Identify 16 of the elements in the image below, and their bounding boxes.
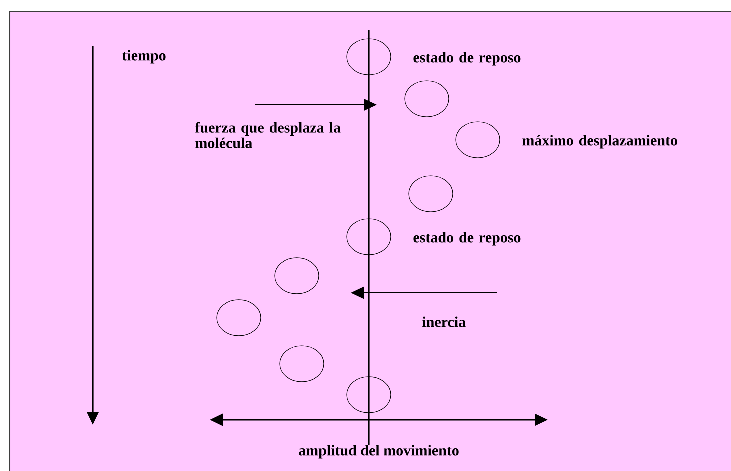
text-label: amplitud del movimiento xyxy=(299,445,459,459)
molecule-circle xyxy=(346,218,392,256)
state-label: máximo desplazamiento xyxy=(522,135,678,149)
molecule-circle xyxy=(456,122,500,158)
molecule-circle xyxy=(404,80,450,118)
state-label: estado de reposo xyxy=(414,232,521,246)
molecule-circle xyxy=(346,376,392,414)
molecule-circle xyxy=(280,346,324,382)
text-label: fuerza que desplaza la molécula xyxy=(195,122,341,148)
text-label: inercia xyxy=(422,316,466,328)
state-label: estado de reposo xyxy=(414,52,521,66)
text-label: tiempo xyxy=(122,50,166,64)
molecule-circle xyxy=(274,258,320,294)
molecule-circle xyxy=(408,176,454,212)
molecule-circle xyxy=(346,38,392,76)
molecule-circle xyxy=(216,300,262,336)
